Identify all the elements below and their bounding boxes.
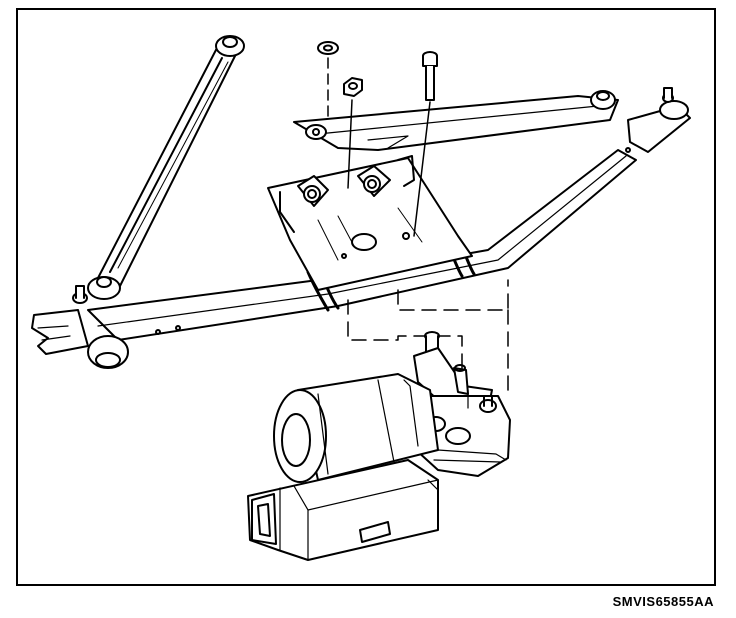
wiper-motor <box>274 348 510 482</box>
motor-connector <box>248 460 438 560</box>
figure-frame <box>16 8 716 586</box>
nut <box>344 78 362 188</box>
right-wiper-arm-linkage <box>294 88 690 152</box>
installation-guide-lines <box>348 280 508 390</box>
left-wiper-arm-linkage <box>88 36 244 299</box>
transmission-frame-tube <box>32 138 636 368</box>
wiper-linkage-drawing <box>18 10 718 588</box>
motor-mounting-bracket <box>268 156 472 290</box>
washer <box>318 42 338 122</box>
figure-caption-code: SMVIS65855AA <box>612 594 714 609</box>
bolt <box>414 52 437 236</box>
